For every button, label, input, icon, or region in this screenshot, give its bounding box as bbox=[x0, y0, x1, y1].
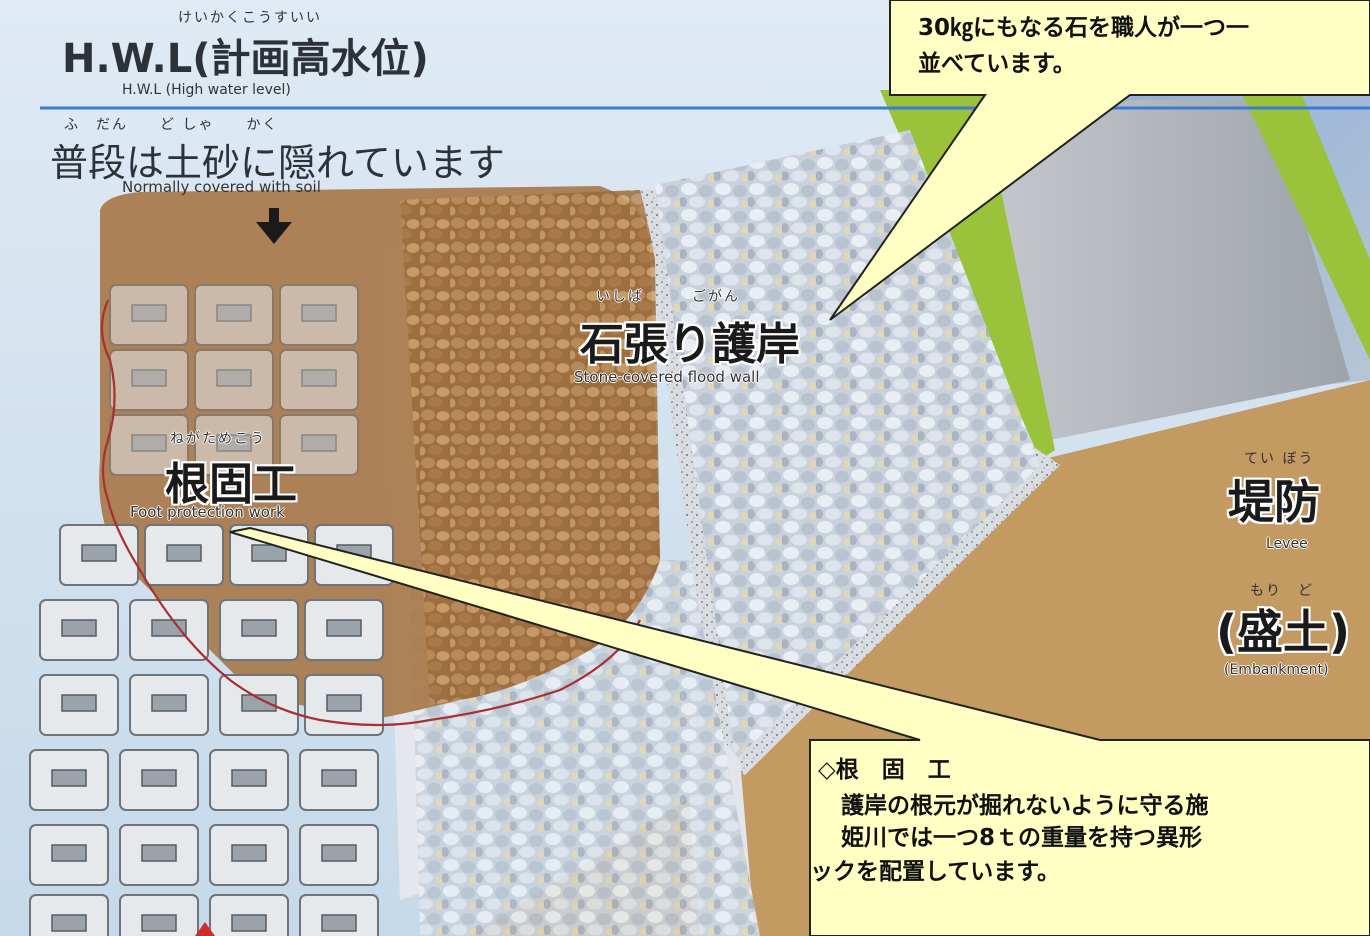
concrete-block-hole bbox=[241, 619, 277, 637]
soil-boundary-line bbox=[100, 299, 641, 727]
stone-wall-title: 石張り護岸 bbox=[580, 319, 800, 370]
concrete-block-hole bbox=[51, 914, 87, 932]
concrete-block-hole bbox=[321, 914, 357, 932]
concrete-block-hole bbox=[321, 769, 357, 787]
concrete-block-hole bbox=[151, 619, 187, 637]
concrete-block-hole bbox=[51, 769, 87, 787]
embankment-title: (盛土) bbox=[1216, 605, 1351, 659]
callout-stone-wall bbox=[829, 0, 1370, 321]
hwl-ruby: けいかくこうすいい bbox=[178, 10, 322, 26]
embankment-ruby: もり ど bbox=[1250, 583, 1314, 599]
concrete-block-hole bbox=[321, 844, 357, 862]
concrete-block-hole bbox=[301, 434, 337, 452]
concrete-block-hole bbox=[216, 434, 252, 452]
hwl-title: H.W.L(計画高水位) bbox=[62, 36, 429, 82]
concrete-block-hole bbox=[61, 694, 97, 712]
hwl-subtitle: H.W.L (High water level) bbox=[122, 82, 291, 98]
concrete-block-hole bbox=[141, 914, 177, 932]
soil-subtitle: Normally covered with soil bbox=[122, 178, 321, 196]
levee-subtitle: Levee bbox=[1266, 536, 1308, 552]
callout-top-line1: 30㎏にもなる石を職人が一つ一 bbox=[918, 15, 1250, 41]
red-marker-icon bbox=[195, 922, 215, 936]
levee-title: 堤防 bbox=[1228, 475, 1320, 529]
concrete-block-hole bbox=[141, 844, 177, 862]
concrete-block-hole bbox=[81, 544, 117, 562]
concrete-block-hole bbox=[231, 844, 267, 862]
concrete-block-hole bbox=[131, 304, 167, 322]
callout-foot-protection bbox=[229, 526, 1370, 936]
concrete-block-hole bbox=[326, 619, 362, 637]
callout-bottom-heading: ◇根 固 工 bbox=[818, 757, 951, 783]
foot-subtitle: Foot protection work bbox=[130, 503, 285, 521]
concrete-block-hole bbox=[301, 369, 337, 387]
soil-title: 普段は土砂に隠れています bbox=[50, 141, 505, 185]
concrete-block-hole bbox=[231, 914, 267, 932]
concrete-block-hole bbox=[166, 544, 202, 562]
concrete-block-hole bbox=[231, 769, 267, 787]
soil-ruby: ふ だん ど しゃ かく bbox=[64, 117, 279, 133]
concrete-block-hole bbox=[251, 544, 287, 562]
concrete-block-hole bbox=[326, 694, 362, 712]
concrete-block-hole bbox=[131, 434, 167, 452]
concrete-block-hole bbox=[301, 304, 337, 322]
callout-bottom-line2: 姫川では一つ8ｔの重量を持つ異形 bbox=[818, 825, 1203, 851]
down-arrow-icon bbox=[256, 208, 292, 244]
concrete-block-hole bbox=[51, 844, 87, 862]
concrete-block-hole bbox=[61, 619, 97, 637]
buried-stones bbox=[400, 190, 660, 705]
concrete-block-hole bbox=[241, 694, 277, 712]
concrete-block-hole bbox=[216, 369, 252, 387]
concrete-block-hole bbox=[131, 369, 167, 387]
foot-title: 根固工 bbox=[165, 459, 297, 510]
levee-grey-face bbox=[950, 100, 1350, 440]
callout-bottom-line3: ックを配置しています。 bbox=[810, 859, 1061, 885]
stone-wall-face bbox=[655, 130, 1040, 760]
green-slope-right bbox=[1240, 90, 1370, 360]
concrete-block-hole bbox=[151, 694, 187, 712]
stone-wall-subtitle: Stone-covered flood wall bbox=[574, 368, 760, 386]
callout-top-line2: 並べています。 bbox=[918, 51, 1076, 77]
stone-wall-ruby: いしば ごがん bbox=[596, 289, 740, 305]
foot-ruby: ねがためこう bbox=[170, 431, 266, 447]
callout-bottom-line1: 護岸の根元が掘れないように守る施 bbox=[818, 793, 1209, 819]
concrete-block-hole bbox=[141, 769, 177, 787]
concrete-block-hole bbox=[216, 304, 252, 322]
embankment-subtitle: (Embankment) bbox=[1224, 662, 1329, 678]
levee-ruby: てい ぼう bbox=[1244, 451, 1315, 467]
